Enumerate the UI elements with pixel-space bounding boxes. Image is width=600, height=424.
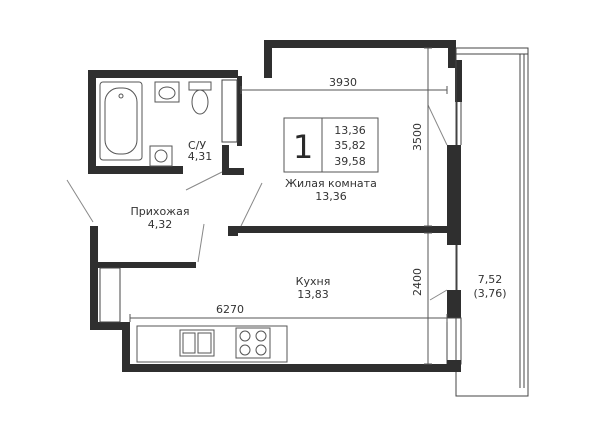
wall-living-top bbox=[264, 40, 456, 48]
dim-living-depth: 3500 bbox=[411, 123, 424, 151]
balcony-outline bbox=[455, 47, 529, 397]
kitchen-sink-left-bowl bbox=[182, 332, 196, 354]
area-total: 39,58 bbox=[334, 155, 366, 168]
wall-bath-top bbox=[88, 70, 238, 78]
area-living: 13,36 bbox=[334, 124, 366, 137]
bathroom-area: 4,31 bbox=[188, 150, 213, 163]
dimension-labels: 3930 3500 2400 6270 bbox=[216, 76, 424, 316]
wall-bath-right-stub bbox=[222, 145, 229, 175]
bathtub-inner bbox=[104, 87, 138, 155]
kitchen-fixtures bbox=[136, 325, 288, 363]
door-kitchen-swing bbox=[197, 223, 205, 263]
wall-bottom-left bbox=[122, 322, 130, 372]
dim-kitchen-width: 6270 bbox=[216, 303, 244, 316]
bathroom-name: С/У bbox=[188, 139, 206, 152]
wall-shaft-right bbox=[237, 76, 242, 146]
stove-burner-4 bbox=[255, 344, 267, 356]
stove-burner-2 bbox=[255, 330, 267, 342]
area-total-reduced: 35,82 bbox=[334, 139, 366, 152]
room-labels: С/У 4,31 Прихожая 4,32 Жилая комната 13,… bbox=[131, 139, 507, 301]
toilet-tank bbox=[188, 81, 212, 91]
wall-hall-divider bbox=[98, 262, 196, 268]
unit-info-box: 1 13,36 35,82 39,58 bbox=[283, 117, 379, 173]
wall-bottom bbox=[122, 364, 460, 372]
door-bath-swing bbox=[185, 171, 223, 191]
sink-bowl bbox=[158, 86, 176, 100]
door-balcony-swing-top bbox=[427, 104, 448, 146]
wall-corner-drop bbox=[448, 40, 456, 66]
wall-living-balcony bbox=[447, 145, 461, 245]
wall-bath-left bbox=[88, 70, 96, 174]
stove-burner-1 bbox=[239, 330, 251, 342]
hallway-name: Прихожая bbox=[131, 205, 190, 218]
toilet-bowl bbox=[191, 89, 209, 115]
shaft-box bbox=[221, 79, 238, 143]
window-kitchen-frame bbox=[446, 317, 462, 365]
wall-bath-right-low bbox=[222, 168, 244, 175]
washing-machine bbox=[149, 145, 173, 167]
living-name: Жилая комната bbox=[285, 177, 377, 190]
info-box-frame bbox=[283, 117, 379, 173]
doors bbox=[66, 104, 448, 301]
kitchen-counter bbox=[136, 325, 288, 363]
windows bbox=[456, 102, 462, 290]
balcony-area-reduced: (3,76) bbox=[473, 287, 506, 300]
wall-step-vertical bbox=[264, 40, 272, 78]
hallway-area: 4,32 bbox=[148, 218, 173, 231]
kitchen-name: Кухня bbox=[296, 275, 331, 288]
rooms-count: 1 bbox=[293, 128, 313, 166]
dimension-lines bbox=[129, 47, 448, 365]
wall-door-jamb bbox=[228, 226, 238, 236]
bathtub-drain bbox=[118, 93, 124, 99]
living-area: 13,36 bbox=[315, 190, 347, 203]
wall-window-pier-top bbox=[455, 64, 462, 102]
balcony-top-cap bbox=[455, 47, 529, 55]
door-balcony-swing-low bbox=[429, 289, 448, 301]
stove bbox=[235, 327, 271, 359]
sink bbox=[154, 81, 180, 103]
wall-bath-bottom bbox=[88, 166, 183, 174]
stove-burner-3 bbox=[239, 344, 251, 356]
door-entry-swing bbox=[66, 179, 94, 223]
door-living-swing bbox=[240, 182, 263, 227]
washing-machine-drum bbox=[154, 149, 168, 163]
kitchen-sink-right-bowl bbox=[197, 332, 212, 354]
wall-hall-bottom bbox=[90, 322, 130, 330]
kitchen-sink bbox=[179, 329, 215, 357]
walls bbox=[88, 40, 529, 397]
wall-window-pier-low bbox=[447, 290, 461, 318]
dim-living-width: 3930 bbox=[329, 76, 357, 89]
kitchen-area: 13,83 bbox=[297, 288, 329, 301]
wall-hall-left bbox=[90, 226, 98, 330]
balcony-area: 7,52 bbox=[478, 273, 503, 286]
wardrobe-box bbox=[99, 267, 121, 323]
bathroom-fixtures bbox=[99, 81, 212, 167]
dim-kitchen-depth: 2400 bbox=[411, 268, 424, 296]
bathtub bbox=[99, 81, 143, 161]
wall-living-kitchen bbox=[236, 226, 456, 233]
